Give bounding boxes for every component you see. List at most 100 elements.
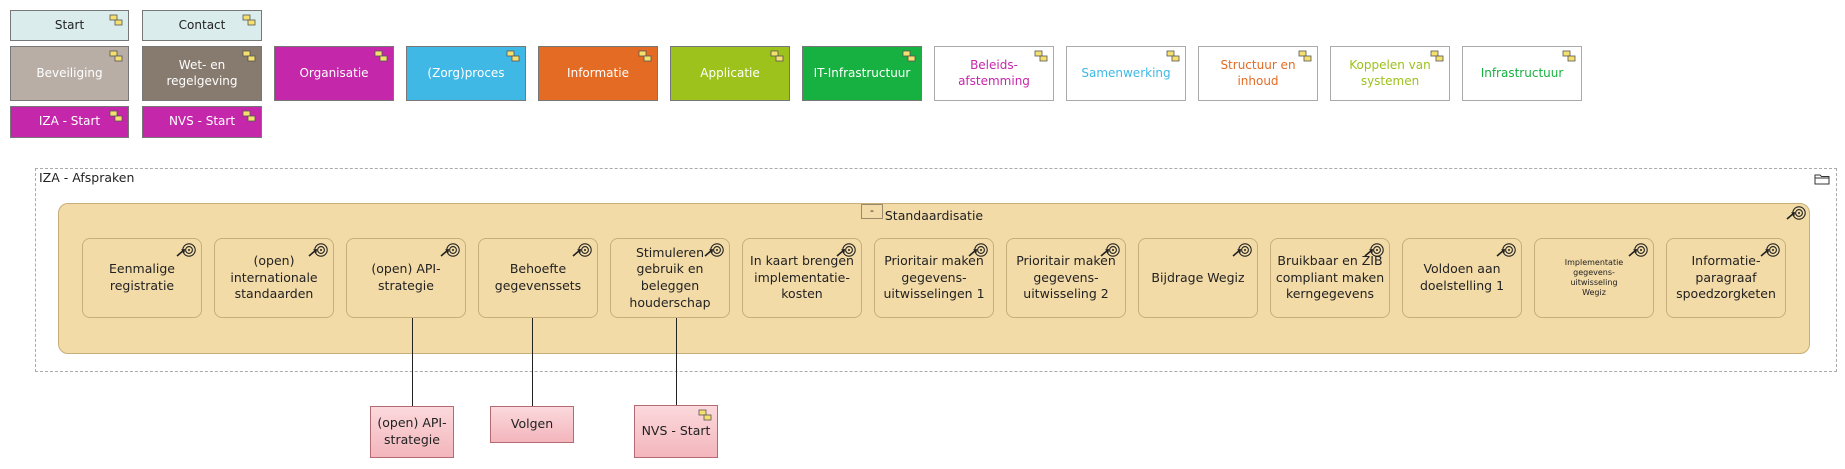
palette-contact[interactable]: Contact: [142, 10, 262, 41]
palette-iza-start[interactable]: IZA - Start: [10, 106, 129, 138]
goal-label: In kaart brengen implementatie-kosten: [750, 253, 854, 302]
goal-icon: [308, 243, 328, 257]
reference-icon: [374, 50, 388, 62]
goal-icon: [176, 243, 196, 257]
reference-icon: [1430, 50, 1444, 62]
connector-line: [532, 318, 533, 406]
reference-icon: [698, 409, 712, 421]
palette-koppelen-label: Koppelen van systemen: [1349, 57, 1431, 88]
goal-label: (open) API-strategie: [371, 261, 441, 293]
reference-icon: [506, 50, 520, 62]
goal-label: Voldoen aan doelstelling 1: [1419, 261, 1505, 293]
goal-open-internationale-standaarden[interactable]: (open) internationale standaarden: [214, 238, 334, 318]
reference-icon: [242, 50, 256, 62]
palette-organisatie-label: Organisatie: [299, 65, 369, 80]
goal-icon: [704, 243, 724, 257]
palette-applicatie[interactable]: Applicatie: [670, 46, 790, 101]
linked-label: (open) API-strategie: [377, 415, 447, 447]
palette-start-label: Start: [54, 17, 85, 32]
goal-label: Implementatie gegevens-uitwisseling Wegi…: [1564, 258, 1624, 297]
goal-open-api-strategie[interactable]: (open) API-strategie: [346, 238, 466, 318]
palette-beveiliging[interactable]: Beveiliging: [10, 46, 129, 101]
goal-label: Informatie-paragraaf spoedzorgketen: [1676, 253, 1776, 302]
palette-it-infrastructuur[interactable]: IT-Infrastructuur: [802, 46, 922, 101]
reference-icon: [109, 50, 123, 62]
goal-label: Eenmalige registratie: [109, 261, 175, 293]
reference-icon: [902, 50, 916, 62]
connector-line: [412, 318, 413, 406]
palette-organisatie[interactable]: Organisatie: [274, 46, 394, 101]
goal-label: Bruikbaar en ZIB compliant maken kerngeg…: [1275, 253, 1385, 302]
linked-nvs-start[interactable]: NVS - Start: [634, 405, 718, 458]
linked-label: NVS - Start: [641, 423, 711, 439]
goal-icon: [968, 243, 988, 257]
linked-volgen[interactable]: Volgen: [490, 406, 574, 443]
goal-icon: [836, 243, 856, 257]
goal-icon: [1232, 243, 1252, 257]
connector-line: [676, 318, 677, 406]
palette-samenwerking[interactable]: Samenwerking: [1066, 46, 1186, 101]
goal-label: (open) internationale standaarden: [230, 253, 318, 302]
goal-behoefte-gegevenssets[interactable]: Behoefte gegevenssets: [478, 238, 598, 318]
reference-icon: [109, 14, 123, 26]
palette-informatie[interactable]: Informatie: [538, 46, 658, 101]
reference-icon: [109, 110, 123, 122]
palette-iza-start-label: IZA - Start: [38, 114, 101, 129]
palette-zorgproces-label: (Zorg)proces: [427, 65, 505, 80]
palette-structuur-label: Structuur en inhoud: [1220, 57, 1296, 88]
goal-bruikbaar-zib[interactable]: Bruikbaar en ZIB compliant maken kerngeg…: [1270, 238, 1390, 318]
palette-beleidsafstemming-label: Beleids-afstemming: [958, 57, 1030, 88]
goal-voldoen-aan-doelstelling[interactable]: Voldoen aan doelstelling 1: [1402, 238, 1522, 318]
palette-beveiliging-label: Beveiliging: [36, 65, 103, 80]
reference-icon: [242, 110, 256, 122]
goal-icon: [440, 243, 460, 257]
palette-structuur-en-inhoud[interactable]: Structuur en inhoud: [1198, 46, 1318, 101]
goal-prioritair-maken-2[interactable]: Prioritair maken gegevens-uitwisseling 2: [1006, 238, 1126, 318]
palette-wet-label: Wet- en regelgeving: [166, 57, 238, 88]
goal-icon: [1786, 206, 1806, 220]
palette-infrastructuur-label: Infrastructuur: [1480, 65, 1564, 80]
reference-icon: [1298, 50, 1312, 62]
palette-start[interactable]: Start: [10, 10, 129, 41]
goal-icon: [572, 243, 592, 257]
linked-label: Volgen: [510, 416, 554, 432]
goal-label: Prioritair maken gegevens-uitwisselingen…: [883, 253, 985, 302]
palette-it-infrastructuur-label: IT-Infrastructuur: [813, 65, 911, 80]
palette-applicatie-label: Applicatie: [700, 65, 760, 80]
goal-icon: [1760, 243, 1780, 257]
palette-wet-en-regelgeving[interactable]: Wet- en regelgeving: [142, 46, 262, 101]
palette-zorgproces[interactable]: (Zorg)proces: [406, 46, 526, 101]
palette-beleidsafstemming[interactable]: Beleids-afstemming: [934, 46, 1054, 101]
palette-contact-label: Contact: [178, 17, 226, 32]
palette-informatie-label: Informatie: [567, 65, 629, 80]
linked-open-api-strategie[interactable]: (open) API-strategie: [370, 406, 454, 458]
goal-label: Bijdrage Wegiz: [1151, 269, 1245, 285]
goal-implementatie-wegiz[interactable]: Implementatie gegevens-uitwisseling Wegi…: [1534, 238, 1654, 318]
collapse-button[interactable]: -: [861, 204, 883, 219]
reference-icon: [770, 50, 784, 62]
goal-in-kaart-brengen[interactable]: In kaart brengen implementatie-kosten: [742, 238, 862, 318]
container-title: Standaardisatie: [884, 208, 984, 223]
reference-icon: [242, 14, 256, 26]
palette-infrastructuur[interactable]: Infrastructuur: [1462, 46, 1582, 101]
reference-icon: [1166, 50, 1180, 62]
reference-icon: [638, 50, 652, 62]
goal-bijdrage-wegiz[interactable]: Bijdrage Wegiz: [1138, 238, 1258, 318]
goal-icon: [1628, 243, 1648, 257]
group-title: IZA - Afspraken: [39, 170, 135, 185]
reference-icon: [1034, 50, 1048, 62]
goal-prioritair-maken-1[interactable]: Prioritair maken gegevens-uitwisselingen…: [874, 238, 994, 318]
palette-nvs-start[interactable]: NVS - Start: [142, 106, 262, 138]
goal-label: Prioritair maken gegevens-uitwisseling 2: [1016, 253, 1116, 302]
goal-eenmalige-registratie[interactable]: Eenmalige registratie: [82, 238, 202, 318]
palette-koppelen-van-systemen[interactable]: Koppelen van systemen: [1330, 46, 1450, 101]
goal-label: Stimuleren gebruik en beleggen houdersch…: [629, 244, 711, 310]
goal-stimuleren-gebruik[interactable]: Stimuleren gebruik en beleggen houdersch…: [610, 238, 730, 318]
palette-nvs-start-label: NVS - Start: [168, 114, 236, 129]
folder-icon: [1814, 174, 1830, 185]
goal-informatieparagraaf[interactable]: Informatie-paragraaf spoedzorgketen: [1666, 238, 1786, 318]
group-iza-afspraken[interactable]: IZA - Afspraken: [35, 168, 1837, 372]
goal-icon: [1364, 243, 1384, 257]
reference-icon: [1562, 50, 1576, 62]
goal-icon: [1100, 243, 1120, 257]
